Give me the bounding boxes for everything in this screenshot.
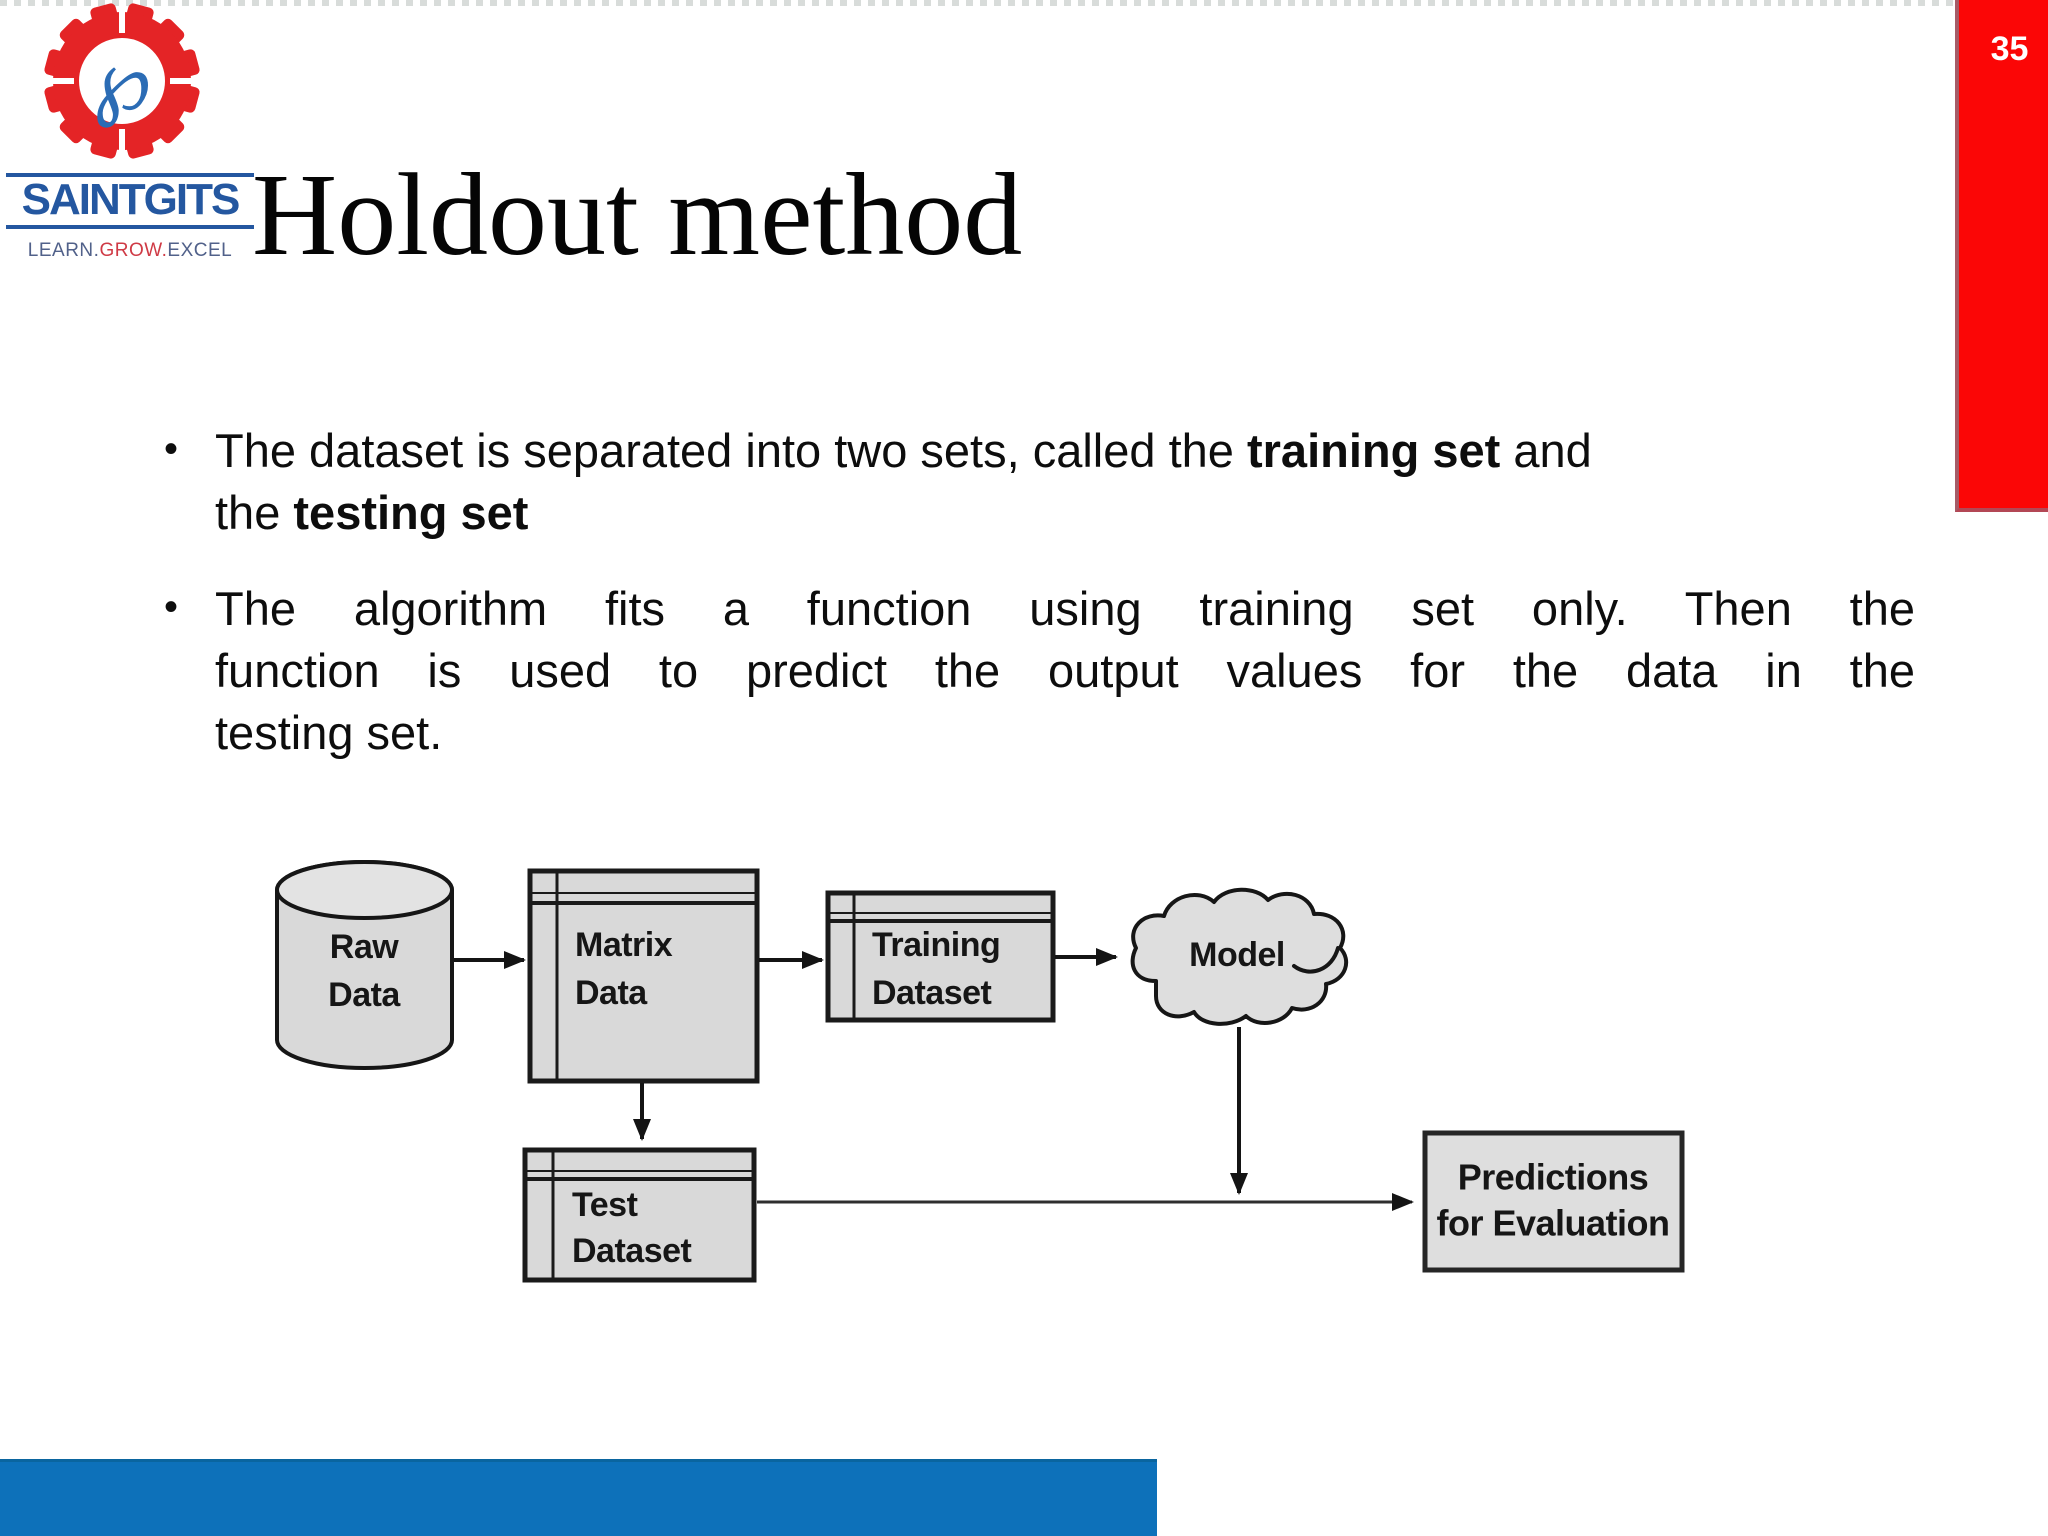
- predictions-label-line2: for Evaluation: [1436, 1203, 1669, 1244]
- slide-number-bar: 35: [1955, 0, 2048, 512]
- tagline-segment: LEARN.: [27, 240, 100, 261]
- bullet-text-bold: training set: [1246, 424, 1501, 477]
- bullet-text: The algorithm fits a function using trai…: [215, 582, 1915, 635]
- training-dataset-label-line1: Training: [872, 926, 1000, 964]
- test-dataset-label-line1: Test: [572, 1186, 638, 1224]
- test-dataset-label-line2: Dataset: [572, 1232, 692, 1270]
- slide-number: 35: [1990, 30, 2029, 68]
- bullet-text: the: [215, 486, 294, 539]
- bullet-marker: •: [164, 585, 179, 629]
- saintgits-gear-logo-icon: ℘: [40, 2, 204, 160]
- bullet-text: The dataset is separated into two sets, …: [215, 424, 1247, 477]
- bullet-item: • The algorithm fits a function using tra…: [160, 578, 1915, 764]
- model-label: Model: [1189, 936, 1285, 974]
- saintgits-tagline: LEARN.GROW.EXCEL: [6, 240, 254, 262]
- bullet-text-bold: testing set: [293, 486, 529, 539]
- matrix-data-label-line2: Data: [575, 974, 648, 1012]
- bullet-line: The dataset is separated into two sets, …: [215, 420, 1915, 482]
- top-edge-pattern: [0, 0, 2048, 6]
- matrix-data-label-line1: Matrix: [575, 926, 673, 964]
- holdout-flow-diagram: Raw Data Matrix Data Training Dataset: [275, 860, 1685, 1283]
- training-dataset-label-line2: Dataset: [872, 974, 992, 1012]
- bullet-text: testing set.: [215, 706, 443, 759]
- raw-data-label-line1: Raw: [330, 928, 399, 966]
- bullet-line: the testing set: [215, 482, 1915, 544]
- training-dataset-box: Training Dataset: [825, 890, 1056, 1023]
- matrix-data-box: Matrix Data: [527, 868, 760, 1084]
- predictions-box: Predictions for Evaluation: [1422, 1130, 1685, 1273]
- bullet-line: testing set.: [215, 702, 1915, 764]
- bullet-text: and: [1500, 424, 1592, 477]
- model-cloud: Model: [1130, 887, 1349, 1026]
- predictions-label-line1: Predictions: [1458, 1157, 1649, 1198]
- bullet-text: function is used to predict the output v…: [215, 644, 1915, 697]
- bullet-item: • The dataset is separated into two sets,…: [160, 420, 1915, 544]
- tagline-segment: EXCEL: [167, 240, 233, 261]
- gear-script-glyph: ℘: [93, 31, 152, 129]
- page-title: Holdout method: [252, 149, 1023, 280]
- saintgits-wordmark: SAINTGITS: [6, 173, 254, 229]
- bullet-line: The algorithm fits a function using trai…: [215, 578, 1915, 640]
- bullet-line: function is used to predict the output v…: [215, 640, 1915, 702]
- raw-data-cylinder: Raw Data: [275, 860, 454, 1070]
- bullet-marker: •: [164, 427, 179, 471]
- test-dataset-box: Test Dataset: [522, 1147, 757, 1283]
- tagline-segment: GROW.: [99, 240, 168, 261]
- raw-data-label-line2: Data: [328, 976, 401, 1014]
- bottom-accent-bar: [0, 1459, 1157, 1536]
- bullet-list: • The dataset is separated into two sets,…: [160, 420, 1915, 764]
